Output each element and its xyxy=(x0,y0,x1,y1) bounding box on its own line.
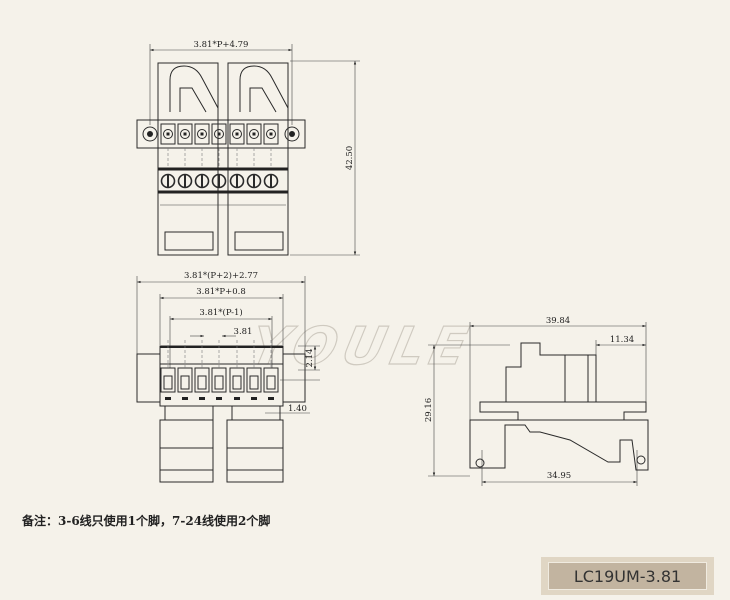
front-terminal-opening xyxy=(197,375,207,390)
front-terminal xyxy=(211,367,227,393)
front-pin-mark xyxy=(165,397,171,400)
front-terminal-opening xyxy=(180,375,190,390)
front-pin-mark xyxy=(234,397,240,400)
pin-dot xyxy=(252,132,256,136)
screw xyxy=(160,173,176,189)
pin-terminal xyxy=(211,123,227,145)
screw xyxy=(177,173,193,189)
front-terminal-opening xyxy=(249,375,259,390)
side-base-dim: 34.95 xyxy=(547,471,571,481)
front-pin-mark xyxy=(216,397,222,400)
side-height-dim: 29.16 xyxy=(424,398,434,422)
top-height-dim: 42.50 xyxy=(345,146,355,170)
model-label: LC19UM-3.81 xyxy=(548,562,707,590)
pin-terminal xyxy=(160,123,176,145)
front-terminal xyxy=(194,367,210,393)
pin-dot xyxy=(166,132,170,136)
screw xyxy=(211,173,227,189)
front-terminal-opening xyxy=(232,375,242,390)
pin-dot xyxy=(200,132,204,136)
screw xyxy=(246,173,262,189)
pin-hole xyxy=(214,129,224,139)
pin-hole xyxy=(163,129,173,139)
front-pin-mark xyxy=(182,397,188,400)
front-terminal xyxy=(160,367,176,393)
front-terminal-opening xyxy=(214,375,224,390)
pin-dot xyxy=(235,132,239,136)
pin-dot xyxy=(217,132,221,136)
pin-hole xyxy=(197,129,207,139)
pin-terminal xyxy=(194,123,210,145)
model-label-box: LC19UM-3.81 xyxy=(541,557,714,595)
front-pin-mark xyxy=(251,397,257,400)
pin-dot xyxy=(269,132,273,136)
top-view: 3.81*P+4.79 42.50 xyxy=(136,40,360,256)
screw xyxy=(229,173,245,189)
front-terminal-opening xyxy=(163,375,173,390)
pin-terminal xyxy=(229,123,245,145)
front-1-40-dim: 1.40 xyxy=(288,404,307,414)
front-view: 3.81*(P+2)+2.77 3.81*P+0.8 3.81*(P-1) 3.… xyxy=(136,270,320,483)
pin-terminal xyxy=(246,123,262,145)
front-terminal xyxy=(177,367,193,393)
front-pitch-span-dim: 3.81*(P-1) xyxy=(199,307,242,318)
side-length-dim: 39.84 xyxy=(546,316,570,326)
pin-terminal xyxy=(177,123,193,145)
pin-hole xyxy=(232,129,242,139)
front-terminal xyxy=(229,367,245,393)
screw xyxy=(263,173,279,189)
pin-dot xyxy=(183,132,187,136)
front-terminal-opening xyxy=(266,375,276,390)
pin-terminal xyxy=(263,123,279,145)
side-offset-dim: 11.34 xyxy=(610,335,634,345)
pin-hole xyxy=(266,129,276,139)
front-total-dim: 3.81*(P+2)+2.77 xyxy=(184,270,258,281)
top-width-dim: 3.81*P+4.79 xyxy=(194,40,249,50)
note-text: 备注：3-6线只使用1个脚，7-24线使用2个脚 xyxy=(22,514,271,528)
screw xyxy=(194,173,210,189)
side-view: 39.84 11.34 29.16 34.95 xyxy=(424,316,649,486)
front-2-14-dim: 2.14 xyxy=(305,349,315,368)
front-pin-mark xyxy=(199,397,205,400)
front-pin-mark xyxy=(268,397,274,400)
front-pitch-dim: 3.81 xyxy=(234,327,253,337)
pin-hole xyxy=(180,129,190,139)
pin-hole xyxy=(249,129,259,139)
front-body-dim: 3.81*P+0.8 xyxy=(196,287,246,297)
